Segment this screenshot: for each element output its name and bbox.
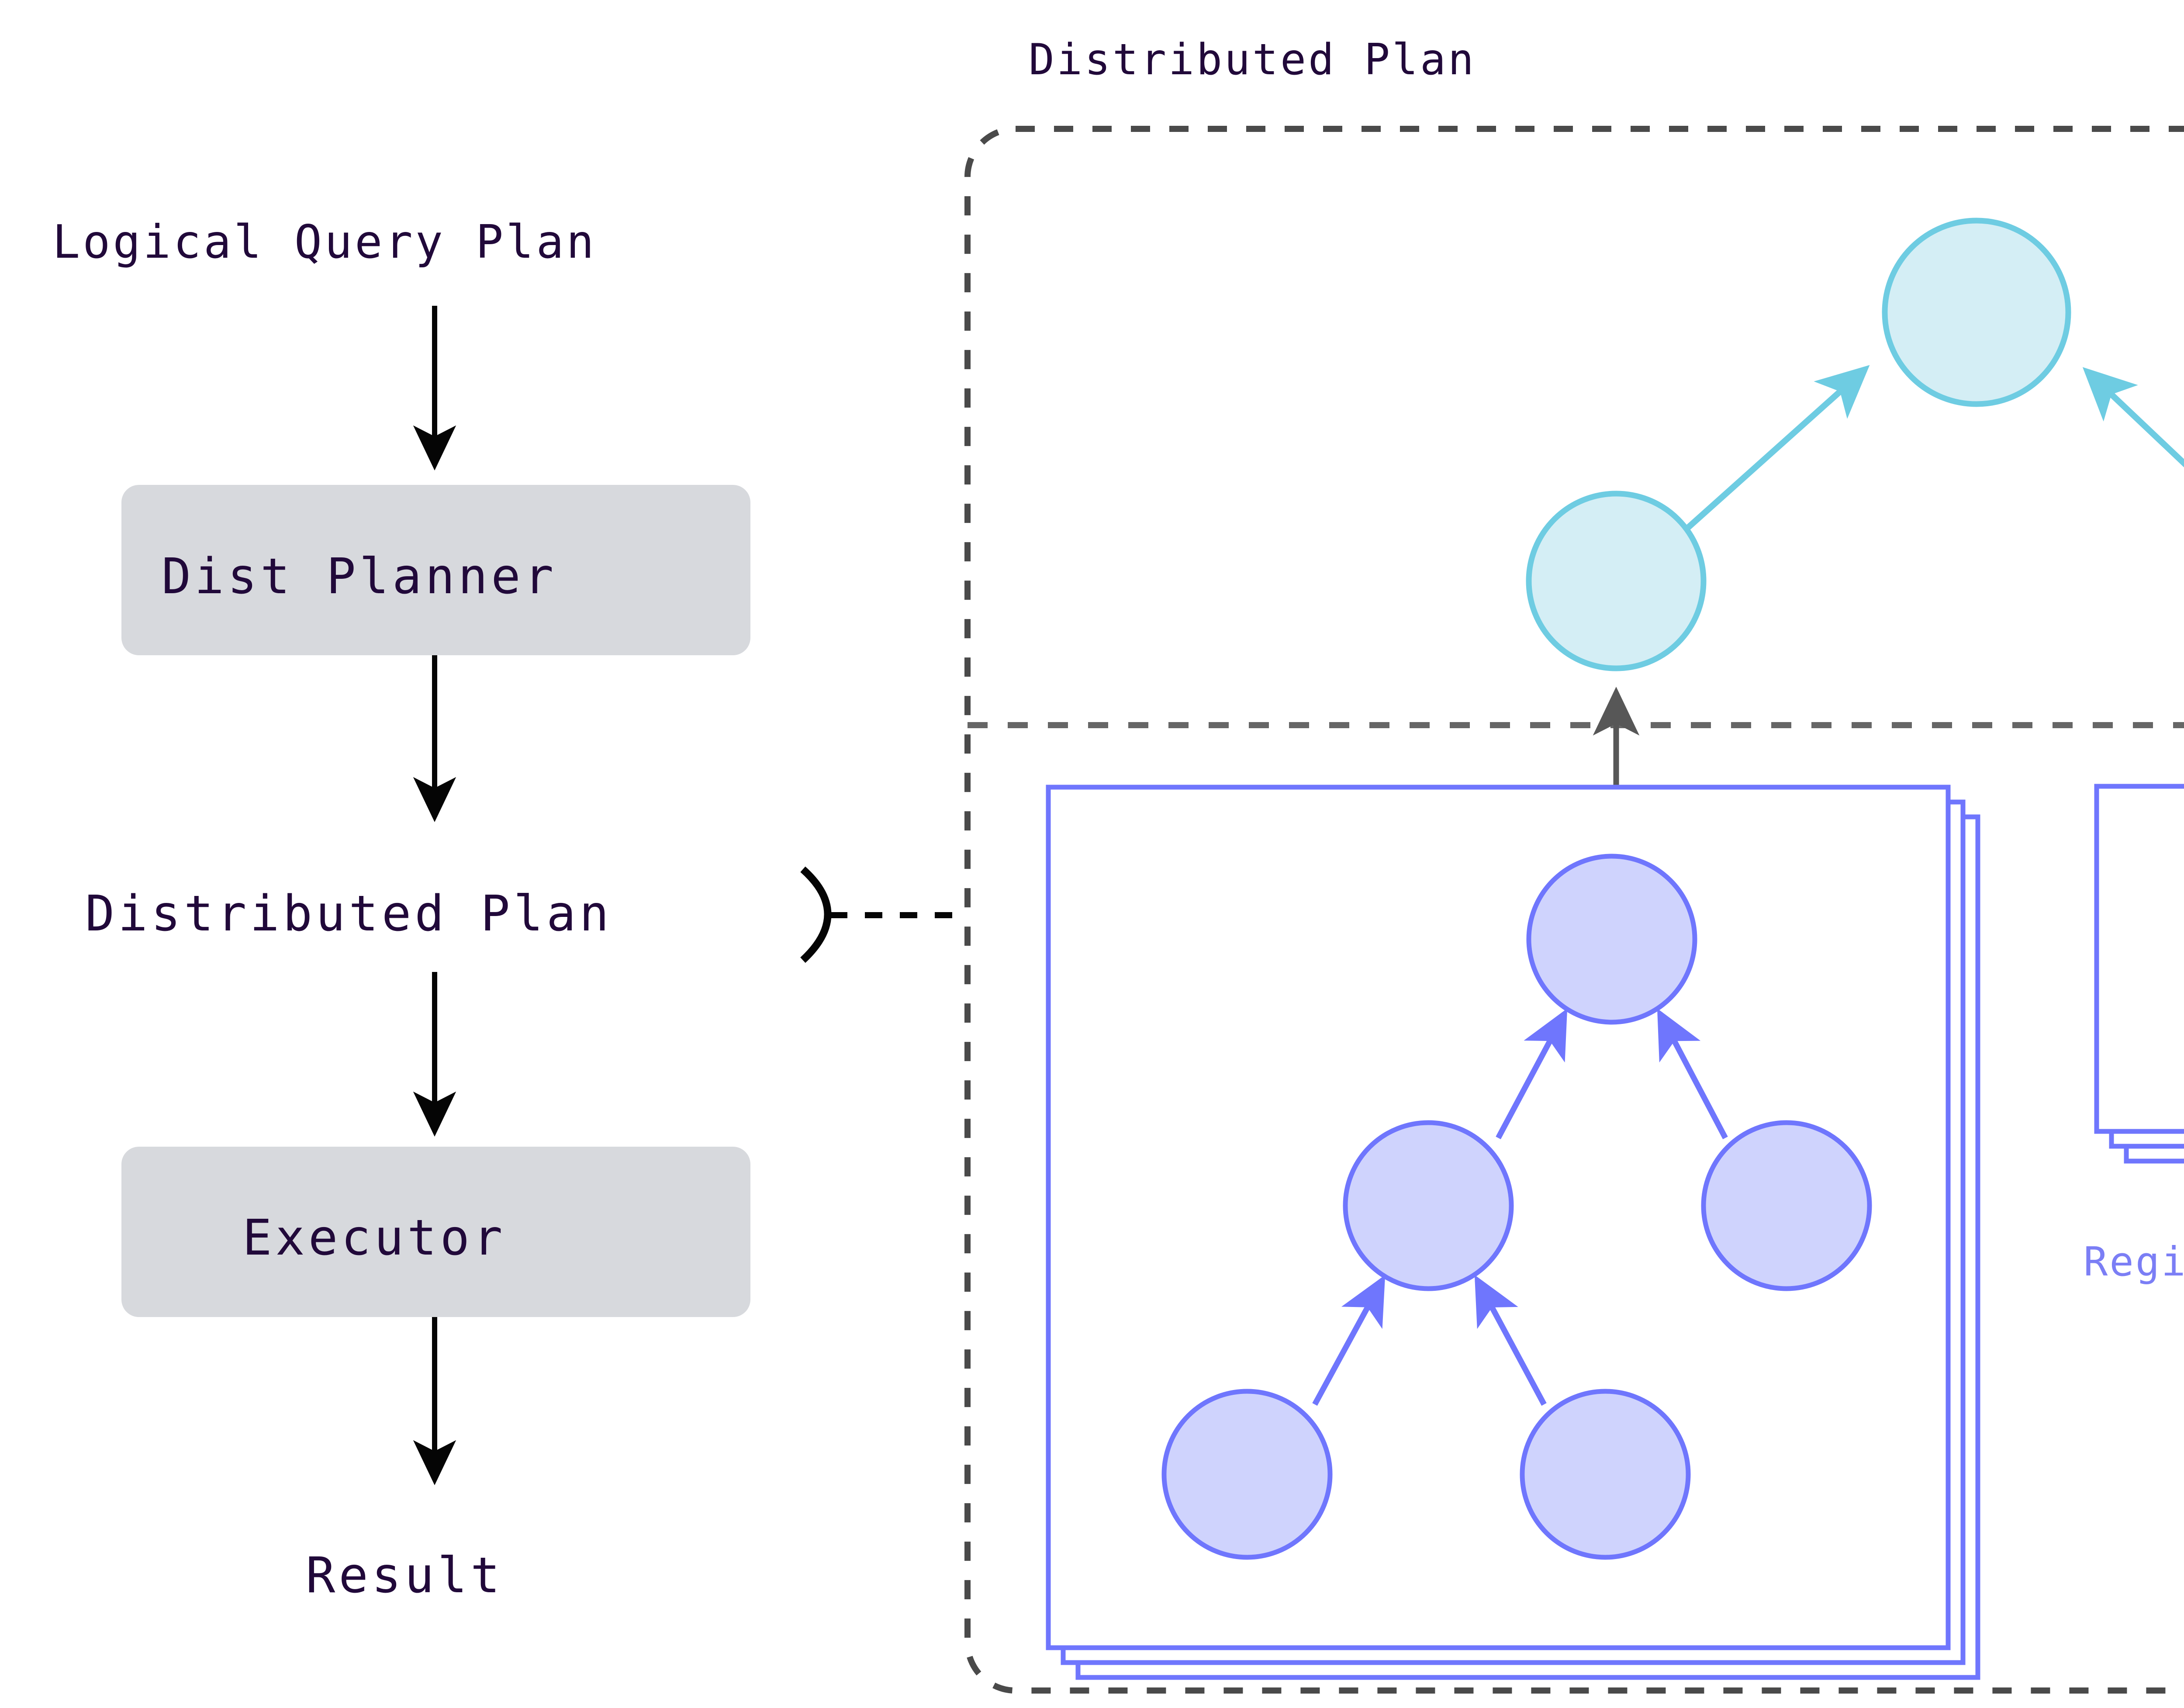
- datanode-node-left-leaf2[interactable]: [1520, 1389, 1691, 1560]
- executor-box[interactable]: [121, 1147, 750, 1317]
- datanode-node-left-right[interactable]: [1701, 1120, 1872, 1291]
- edge-dn-leaf2-to-mid: [1474, 1275, 1547, 1406]
- distributed-plan-bracket: [800, 866, 832, 963]
- container-title: Distributed Plan: [1029, 35, 1476, 85]
- edge-dn-mid-to-root: [1496, 1008, 1568, 1140]
- result-label: Result: [306, 1547, 504, 1604]
- edge-fe-right-to-root: [2082, 367, 2184, 467]
- datanode-node-left-leaf1[interactable]: [1161, 1389, 1333, 1560]
- edge-dn-right-to-root: [1657, 1008, 1728, 1140]
- distributed-plan-container: [964, 126, 2184, 1694]
- edge-fe-left-to-root: [1685, 365, 1870, 531]
- regions-label: Regions: [2084, 1238, 2184, 1285]
- dist-planner-label: Dist Planner: [162, 548, 557, 605]
- executor-label: Executor: [242, 1210, 506, 1266]
- edge-dn-leaf1-to-mid: [1312, 1275, 1386, 1406]
- frontend-node-left[interactable]: [1526, 491, 1707, 671]
- datanode-node-left-mid[interactable]: [1343, 1120, 1514, 1291]
- datanode-node-left-root[interactable]: [1526, 854, 1697, 1025]
- distributed-plan-step-label: Distributed Plan: [85, 885, 612, 942]
- logical-query-plan-label: Logical Query Plan: [52, 215, 597, 269]
- region-card-right-front[interactable]: [2094, 784, 2184, 1134]
- dist-planner-box[interactable]: [121, 485, 750, 655]
- frontend-node-root[interactable]: [1882, 218, 2071, 407]
